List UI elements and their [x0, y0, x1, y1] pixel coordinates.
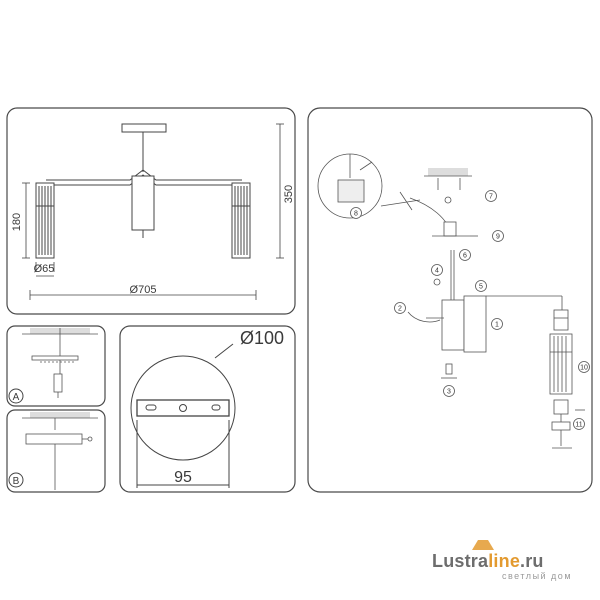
- step-11-badge: [573, 418, 585, 430]
- height-total-label: 350: [283, 185, 295, 203]
- step-8-label: 8: [354, 211, 358, 218]
- step-11-label: 11: [575, 422, 582, 429]
- step-3-badge: [443, 385, 455, 397]
- mount-step-b: [22, 412, 98, 490]
- badge-a: [8, 388, 24, 404]
- step-3-label: 3: [447, 389, 451, 396]
- step-10-label: 10: [580, 365, 588, 372]
- total-diameter-label: Ø705: [130, 284, 157, 296]
- step-1-badge: [491, 318, 503, 330]
- dimension-lines: [22, 123, 284, 300]
- step-6-label: 6: [463, 253, 467, 260]
- step-10-badge: [578, 361, 590, 373]
- step-4-badge: [431, 264, 443, 276]
- mount-step-a: [22, 328, 98, 398]
- panel-dimensions: [6, 107, 296, 315]
- panel-a: [6, 325, 106, 407]
- lamp-icon: [472, 540, 494, 550]
- step-4-label: 4: [435, 268, 439, 275]
- panel-b: [6, 409, 106, 493]
- step-1-label: 1: [495, 322, 499, 329]
- step-7-label: 7: [489, 194, 493, 201]
- panel-assembly: [307, 107, 593, 493]
- watermark-brand-tld: .ru: [520, 551, 544, 571]
- step-5-badge: [475, 280, 487, 292]
- step-2-label: 2: [398, 306, 402, 313]
- step-callouts: 1 2 3 4 5 6 7 8 9 10 11: [350, 190, 590, 430]
- watermark-brand: Lustraline.ru: [432, 551, 544, 572]
- plate-width-label: 95: [174, 469, 192, 486]
- shade-diameter-label: Ø65: [34, 263, 55, 275]
- step-5-label: 5: [479, 284, 483, 291]
- chandelier-front-view: [35, 123, 251, 259]
- step-9-label: 9: [496, 234, 500, 241]
- panel-mounting-plate: [119, 325, 296, 493]
- assembly-drawing: [317, 153, 585, 449]
- badge-b: [8, 472, 24, 488]
- step-9-badge: [492, 230, 504, 242]
- shade-height-label: 180: [11, 213, 23, 231]
- step-7-badge: [485, 190, 497, 202]
- watermark-brand-accent: line: [488, 551, 521, 571]
- watermark-brand-main: Lustra: [432, 551, 489, 571]
- step-8-badge: [350, 207, 362, 219]
- label-a: A: [13, 392, 20, 403]
- step-6-badge: [459, 249, 471, 261]
- step-2-badge: [394, 302, 406, 314]
- watermark-tagline: светлый дом: [502, 571, 573, 581]
- label-b: B: [13, 476, 20, 487]
- mounting-plate-drawing: [130, 343, 236, 488]
- plate-diameter-label: Ø100: [240, 328, 284, 348]
